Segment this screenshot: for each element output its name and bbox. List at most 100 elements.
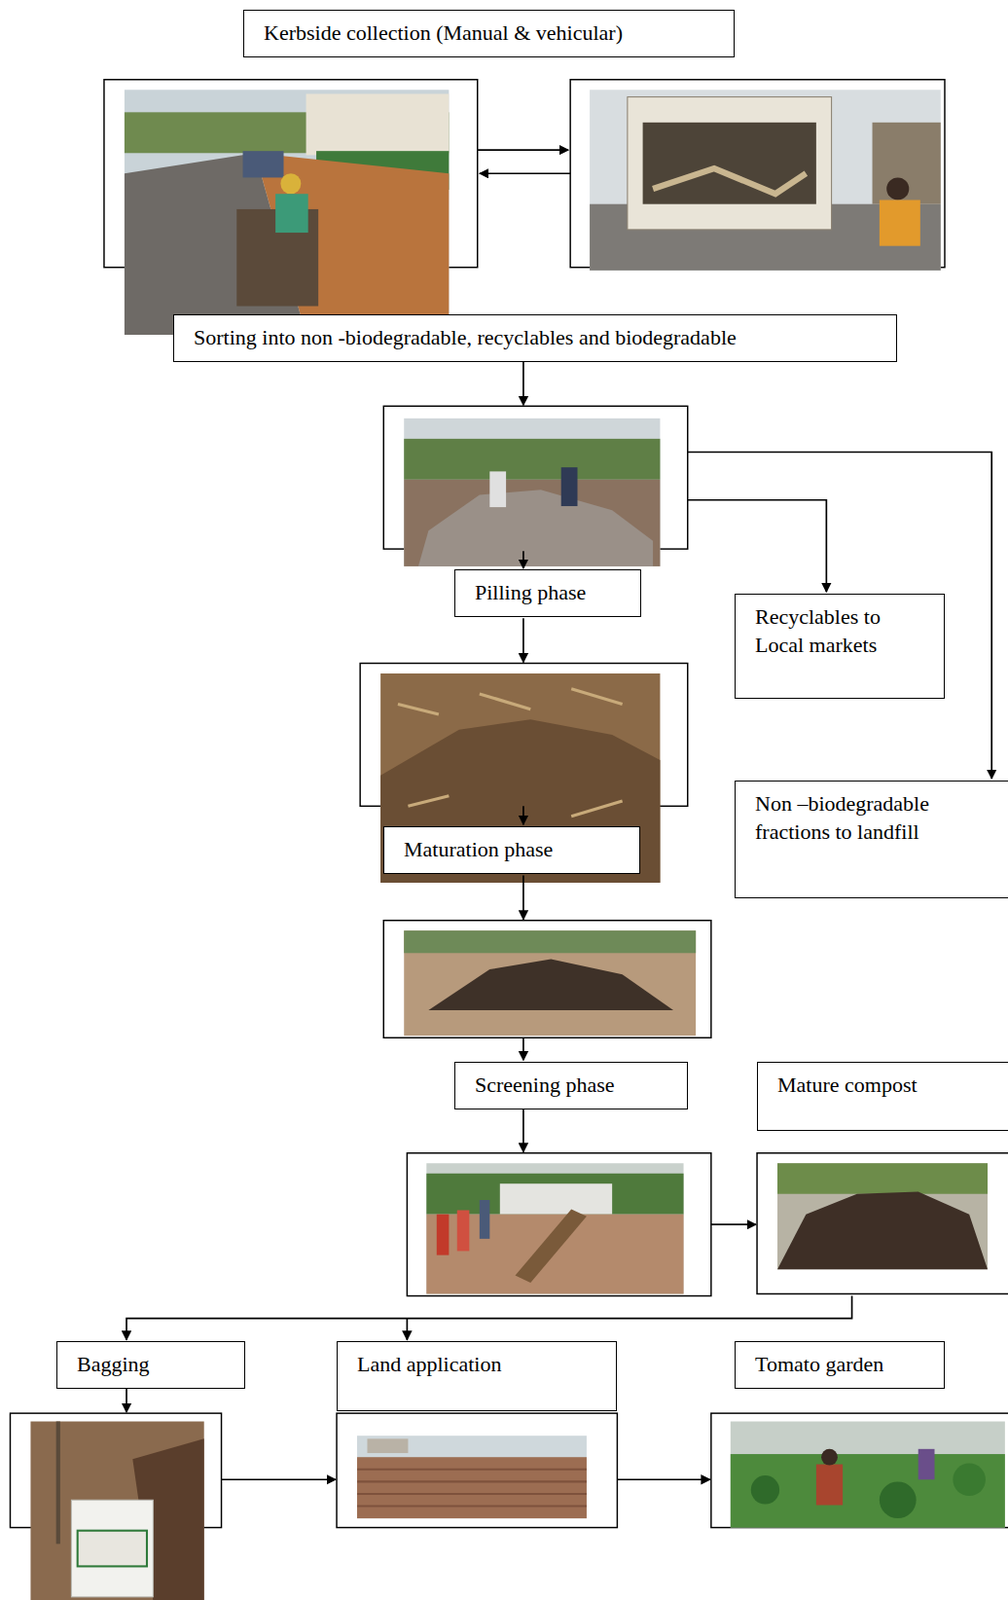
- photo-screen: [515, 1208, 587, 1282]
- photo-field: [357, 1435, 587, 1518]
- box-label: Pilling phase: [474, 578, 623, 608]
- photo-worker-head: [280, 173, 301, 194]
- process-box: Screening phase: [454, 1061, 688, 1110]
- flow-arrow: [477, 148, 569, 151]
- photo-worker: [489, 470, 506, 507]
- photo-sky: [403, 418, 660, 567]
- photo-sky: [357, 1435, 587, 1518]
- photo-building: [366, 1438, 408, 1453]
- photo-frame: [383, 920, 712, 1039]
- photo-pile: [380, 673, 660, 883]
- photo-bagging: [30, 1421, 204, 1600]
- photo-worker: [561, 467, 578, 506]
- photo-plant: [751, 1475, 780, 1504]
- process-box: Recyclables to Local markets: [734, 593, 945, 699]
- box-label: Kerbside collection (Manual & vehicular): [263, 19, 717, 48]
- box-label: Maturation phase: [403, 835, 622, 864]
- flow-arrow: [126, 1296, 853, 1340]
- photo-plant: [879, 1480, 917, 1518]
- photo-frame: [756, 1152, 1008, 1295]
- photo-ground: [380, 673, 660, 883]
- photo-sky: [730, 1421, 1006, 1528]
- photo-background: [777, 1162, 988, 1269]
- box-label: Tomato garden: [755, 1350, 927, 1379]
- flow-arrow: [522, 805, 525, 825]
- photo-plant: [952, 1463, 986, 1497]
- photo-waste: [652, 168, 806, 194]
- flow-arrow: [522, 360, 525, 405]
- photo-truck-collection: [589, 89, 941, 271]
- photo-worker-head: [821, 1448, 838, 1466]
- photo-ground: [403, 479, 660, 567]
- process-box: Bagging: [56, 1340, 246, 1389]
- photo-building: [306, 93, 450, 155]
- box-label: Recyclables to Local markets: [755, 603, 927, 659]
- photo-trees: [403, 438, 660, 480]
- photo-heap: [777, 1191, 988, 1270]
- photo-shed: [500, 1183, 612, 1214]
- photo-waste-heap: [418, 489, 653, 567]
- photo-worker: [457, 1209, 470, 1251]
- photo-garden: [730, 1421, 1006, 1528]
- photo-frame: [711, 1412, 1008, 1527]
- photo-ground: [403, 930, 696, 1036]
- flow-arrow: [711, 1223, 756, 1225]
- photo-truck-hopper: [643, 122, 817, 205]
- photo-sky: [124, 89, 449, 335]
- flow-arrow: [221, 1477, 336, 1480]
- process-box: Pilling phase: [454, 569, 642, 617]
- box-label: Land application: [357, 1350, 599, 1379]
- photo-furrows: [357, 1469, 587, 1507]
- photo-soil: [357, 1456, 587, 1518]
- process-box: Sorting into non -biodegradable, recycla…: [173, 314, 898, 362]
- photo-worker: [918, 1448, 936, 1479]
- photo-sky: [589, 89, 941, 271]
- process-box: Land application: [336, 1340, 617, 1411]
- photo-heap: [428, 959, 674, 1010]
- photo-worker-head: [886, 177, 909, 200]
- photo-ground: [30, 1421, 204, 1600]
- photo-worker: [479, 1199, 490, 1239]
- flow-arrow: [616, 1477, 710, 1480]
- photo-pole: [56, 1421, 61, 1545]
- flow-arrow: [125, 1388, 128, 1412]
- process-box: Mature compost: [756, 1061, 1008, 1131]
- process-box: Kerbside collection (Manual & vehicular): [243, 9, 735, 58]
- photo-frame: [336, 1412, 617, 1527]
- process-box: Tomato garden: [734, 1340, 945, 1389]
- photo-compost: [777, 1162, 988, 1269]
- photo-maturation: [403, 930, 696, 1036]
- photo-trees: [777, 1162, 988, 1193]
- flow-arrow: [522, 550, 525, 569]
- box-label: Non –biodegradable fractions to landfill: [755, 790, 992, 846]
- photo-worker: [436, 1214, 450, 1256]
- photo-sack-print: [77, 1530, 147, 1567]
- photo-worker: [816, 1464, 843, 1506]
- flow-arrow: [522, 617, 525, 662]
- process-box: Maturation phase: [383, 826, 641, 874]
- box-label: Bagging: [76, 1350, 227, 1379]
- photo-frame: [406, 1152, 711, 1296]
- box-label: Sorting into non -biodegradable, recycla…: [193, 324, 879, 353]
- photo-sorting: [403, 418, 660, 567]
- photo-truck: [627, 97, 832, 230]
- photo-trees: [426, 1173, 684, 1215]
- photo-straw: [397, 688, 623, 817]
- flow-arrow: [522, 875, 525, 920]
- flow-arrow: [687, 500, 828, 592]
- box-label: Mature compost: [777, 1071, 992, 1100]
- photo-trees: [403, 930, 696, 953]
- process-box: Non –biodegradable fractions to landfill: [734, 780, 1008, 899]
- flow-arrows: [126, 149, 992, 1479]
- photo-car: [243, 150, 285, 178]
- photo-frames: [9, 79, 1008, 1528]
- photo-manual-collection: [124, 89, 449, 335]
- photo-worker: [275, 193, 309, 233]
- flow-arrow: [479, 172, 571, 175]
- photo-building: [872, 122, 941, 205]
- box-label: Screening phase: [474, 1071, 670, 1100]
- photo-plants: [730, 1453, 1006, 1527]
- flow-arrow: [522, 1109, 525, 1152]
- flow-arrow: [522, 1037, 525, 1060]
- photo-screening: [426, 1162, 684, 1294]
